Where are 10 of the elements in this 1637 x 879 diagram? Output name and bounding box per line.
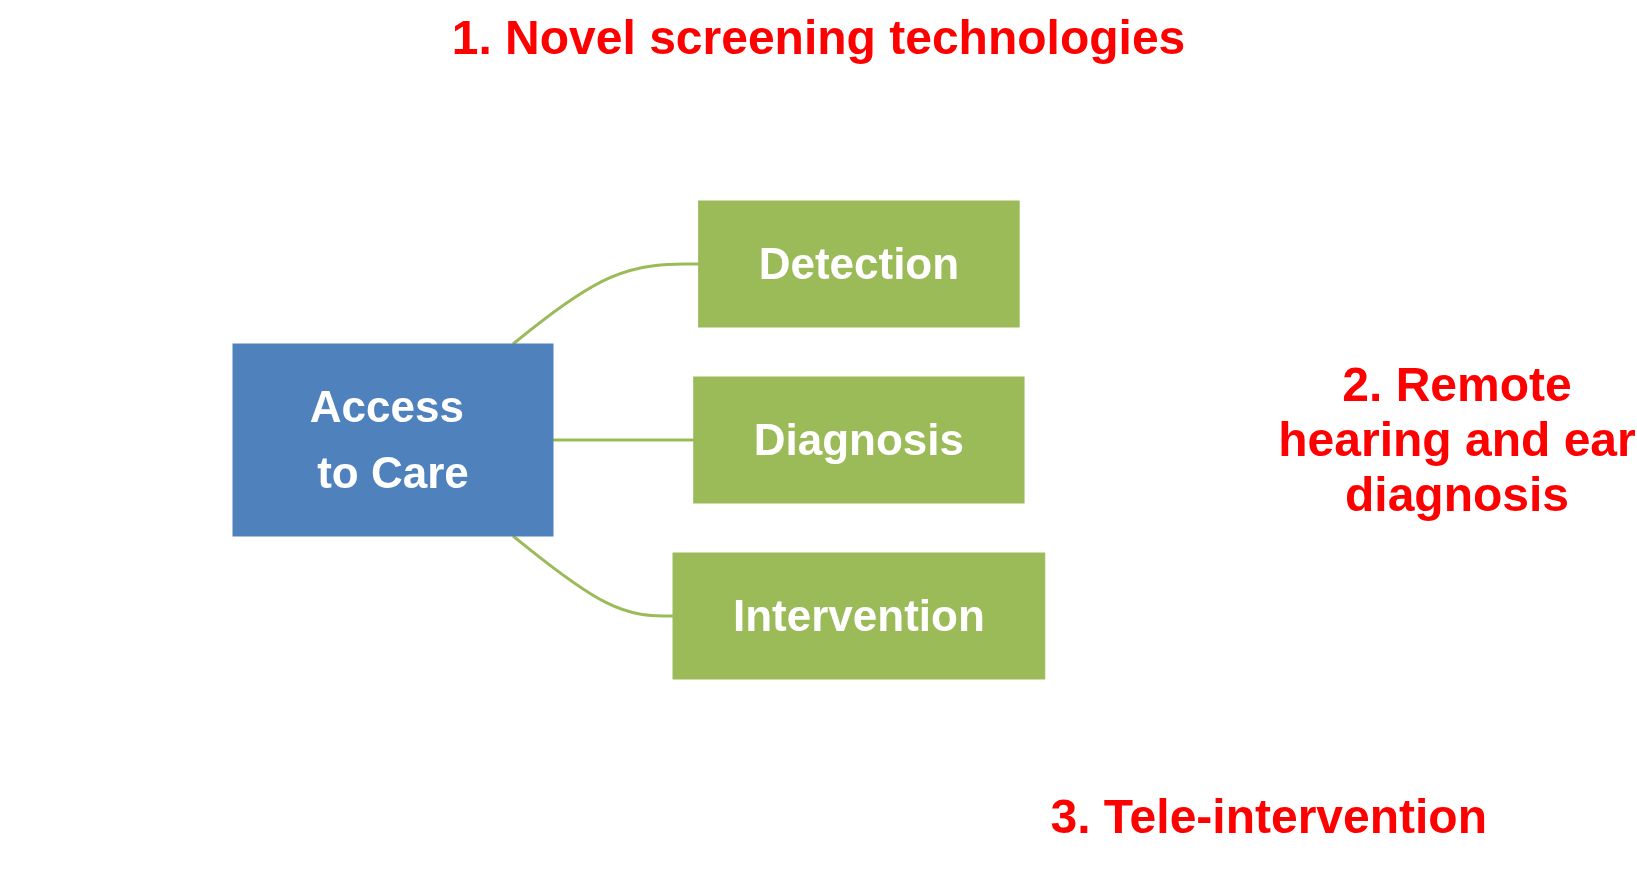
connector [552,438,694,441]
node-box: Diagnosis [692,376,1025,503]
note-text: 1. Novel screening technologies [450,10,1187,66]
note-text: 3. Tele-intervention [1049,789,1488,845]
connector [511,262,699,345]
node-box: Detection [697,200,1020,327]
note-text: 2. Remote hearing and ear diagnosis [1277,357,1637,522]
node-box: Access to Care [232,343,554,536]
connector [511,534,673,617]
node-box: Intervention [672,552,1045,679]
